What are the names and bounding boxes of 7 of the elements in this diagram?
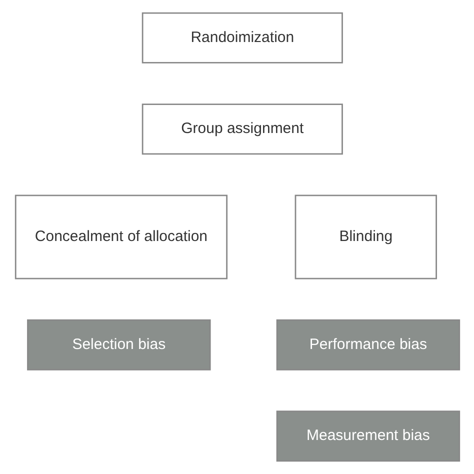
node-box: Group assignment bbox=[141, 104, 342, 155]
node-box: Randoimization bbox=[141, 12, 342, 64]
node-box: Blinding bbox=[294, 194, 436, 280]
node-box: Concealment of allocation bbox=[14, 194, 228, 280]
node-box: Selection bias bbox=[26, 319, 210, 370]
node-box: Performance bias bbox=[276, 319, 460, 370]
node-box: Measurement bias bbox=[276, 410, 460, 462]
